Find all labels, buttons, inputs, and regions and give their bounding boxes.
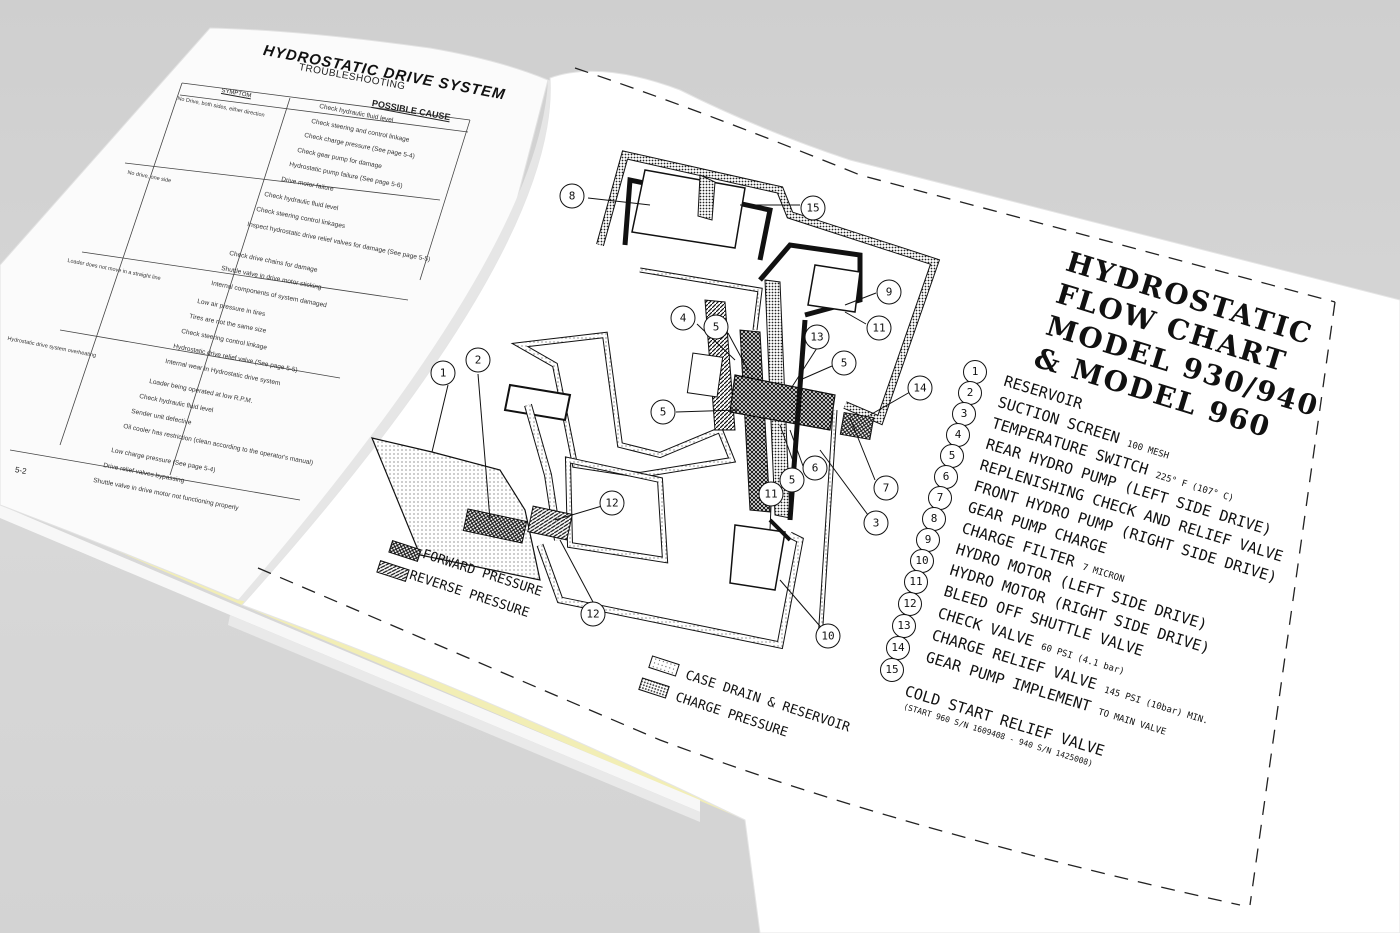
callout-12-a: 12 [605, 497, 618, 510]
page-number: 5-2 [14, 465, 28, 476]
callout-5-c: 5 [660, 406, 667, 419]
legend-number: 15 [880, 658, 904, 682]
callout-5-d: 5 [789, 474, 796, 487]
legend-number: 12 [898, 592, 922, 616]
legend-number: 9 [916, 528, 940, 552]
callout-12-b: 12 [586, 608, 599, 621]
callout-11-upper: 11 [872, 322, 885, 335]
symptom-header: SYMPTOM [220, 88, 252, 100]
legend-number: 14 [886, 636, 910, 660]
callout-4: 4 [680, 312, 687, 325]
callout-7: 7 [883, 482, 890, 495]
symptom-4: Hydrostatic drive system overheating [6, 336, 97, 360]
symptom-3: Loader does not move in a straight line [66, 258, 162, 282]
legend-number: 6 [934, 465, 958, 489]
cause-line: Shuttle valve in drive motor not functio… [92, 477, 240, 513]
cause-line: Low air pressure in tires [196, 298, 266, 319]
callout-1: 1 [440, 367, 447, 380]
legend-number: 8 [922, 507, 946, 531]
callout-8: 8 [569, 190, 576, 203]
troubleshooting-table [9, 82, 471, 501]
cause-line: Drive motor failure [280, 176, 335, 194]
callout-3: 3 [873, 517, 880, 530]
callout-11-lower: 11 [764, 488, 777, 501]
cause-line: Sender unit defective [130, 408, 192, 427]
callout-14: 14 [913, 382, 927, 395]
legend-number: 2 [958, 381, 982, 405]
legend-number: 13 [892, 614, 916, 638]
callout-10: 10 [821, 630, 834, 643]
symptom-2: No drive, one side [126, 170, 172, 185]
callout-5-a: 5 [713, 321, 720, 334]
page-border [257, 67, 1336, 906]
symptom-1: No Drive, both sides, either direction [176, 96, 266, 119]
callout-13: 13 [810, 331, 823, 344]
legend-number: 11 [904, 570, 928, 594]
callout-15: 15 [806, 202, 819, 215]
legend-number: 7 [928, 486, 952, 510]
callout-5-b: 5 [841, 357, 848, 370]
legend-number: 3 [952, 402, 976, 426]
flow-chart-diagram [371, 150, 941, 650]
callout-6: 6 [812, 462, 819, 475]
callout-2: 2 [475, 354, 482, 367]
callout-9: 9 [886, 286, 893, 299]
pressure-key-swatches [376, 540, 680, 699]
legend-number: 4 [946, 423, 970, 447]
